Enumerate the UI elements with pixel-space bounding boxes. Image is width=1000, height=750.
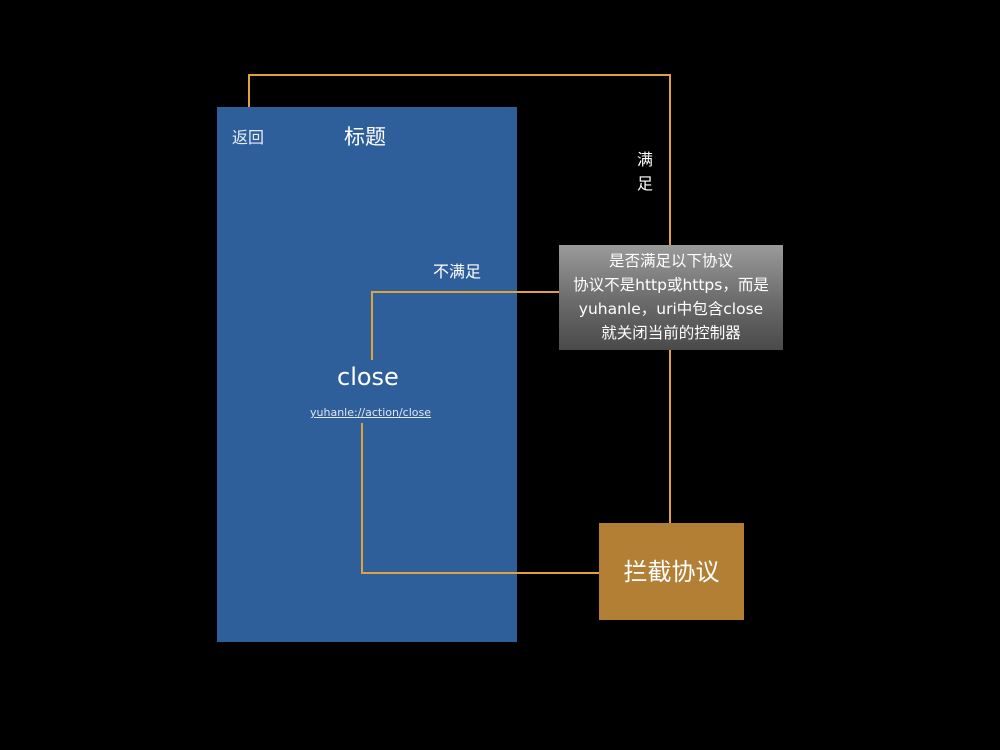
close-protocol-link[interactable]: yuhanle://action/close [310, 406, 432, 419]
intercept-label: 拦截协议 [623, 557, 720, 586]
satisfied-label: 满 足 [636, 150, 653, 193]
condition-box: 是否满足以下协议 协议不是http或https，而是 yuhanle，uri中包… [559, 245, 783, 350]
close-label: close [337, 363, 399, 391]
intercept-box: 拦截协议 [599, 523, 744, 620]
back-button[interactable]: 返回 [232, 128, 265, 147]
page-title: 标题 [344, 125, 386, 149]
unsatisfied-label: 不满足 [433, 262, 482, 281]
